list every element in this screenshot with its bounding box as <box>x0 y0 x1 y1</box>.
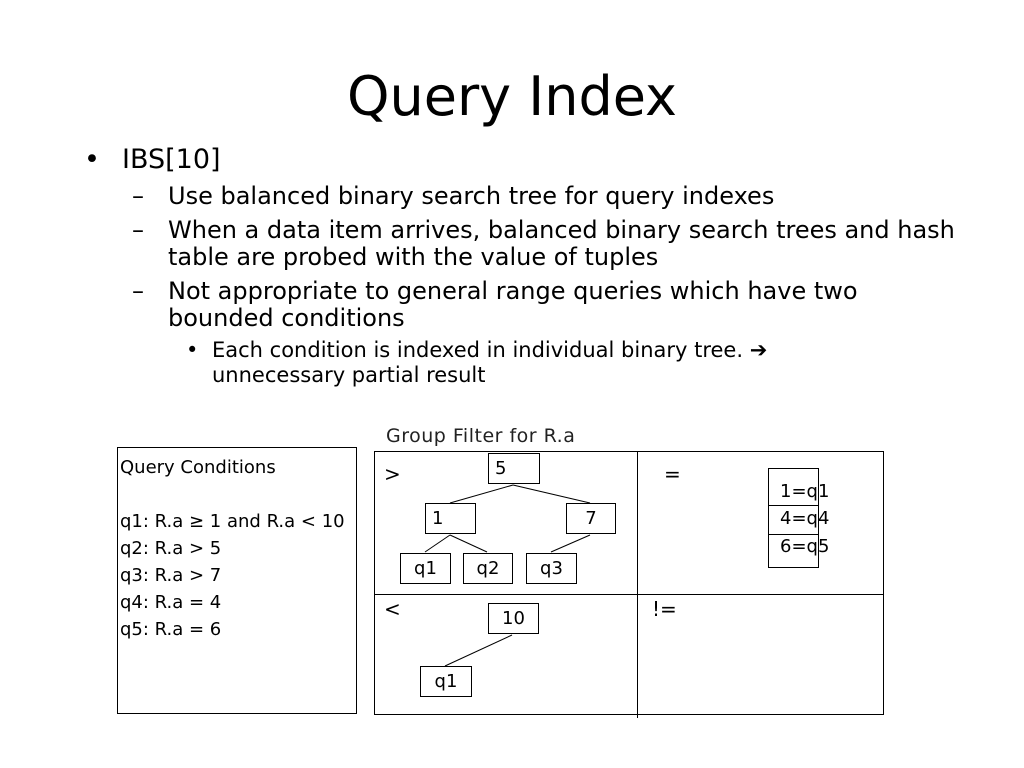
dash-marker: – <box>132 216 144 244</box>
hash-entry: 4=q4 <box>780 508 830 529</box>
group-filter-frame <box>374 451 884 715</box>
subsubbullet-text: Each condition is indexed in individual … <box>212 338 744 362</box>
less-than-label: < <box>384 597 401 621</box>
slide-title: Query Index <box>347 65 677 128</box>
tree-leaf-q3: q3 <box>526 553 577 584</box>
subbullet-data-item: – When a data item arrives, balanced bin… <box>84 217 958 271</box>
tree-leaf-q2: q2 <box>463 553 513 584</box>
hash-row-divider <box>768 534 819 535</box>
tree-node-left: 1 <box>425 503 476 534</box>
subsubbullet-text-cont: unnecessary partial result <box>212 363 486 387</box>
quadrant-divider-horizontal <box>374 594 884 595</box>
subbullet-text: Use balanced binary search tree for quer… <box>168 182 775 210</box>
subbullet-range-queries: – Not appropriate to general range queri… <box>84 278 958 332</box>
query-condition-item: q5: R.a = 6 <box>120 619 222 640</box>
edge-lt-root-q1 <box>444 634 513 667</box>
dash-marker: – <box>132 277 144 305</box>
hash-table <box>768 468 819 568</box>
hash-entry: 1=q1 <box>780 481 830 502</box>
bullet-marker: • <box>84 144 100 175</box>
tree-leaf-q1: q1 <box>400 553 451 584</box>
subbullet-text: When a data item arrives, balanced binar… <box>168 216 955 271</box>
edge-left-q1 <box>424 534 451 553</box>
greater-than-label: > <box>384 462 401 486</box>
quadrant-divider-vertical <box>637 452 638 718</box>
group-filter-label: Group Filter for R.a <box>386 425 576 447</box>
bullet-text: IBS[10] <box>122 144 221 175</box>
query-conditions-heading: Query Conditions <box>120 457 276 478</box>
subsubbullet-individual-tree: • Each condition is indexed in individua… <box>84 338 872 388</box>
bullet-marker: • <box>186 338 199 362</box>
right-arrow-icon: ➔ <box>749 338 768 362</box>
query-condition-item: q3: R.a > 7 <box>120 565 222 586</box>
hash-row-divider <box>768 505 819 506</box>
tree-node-root: 5 <box>488 453 540 484</box>
query-condition-item: q2: R.a > 5 <box>120 538 222 559</box>
query-conditions-box: Query Conditions q1: R.a ≥ 1 and R.a < 1… <box>117 447 357 714</box>
lt-tree-node-root: 10 <box>488 603 539 634</box>
edge-left-q2 <box>449 534 488 553</box>
hash-entry: 6=q5 <box>780 536 830 557</box>
dash-marker: – <box>132 182 144 210</box>
bullet-ibs: • IBS[10] <box>84 144 964 176</box>
not-equal-label: != <box>652 597 677 621</box>
query-condition-item: q1: R.a ≥ 1 and R.a < 10 <box>120 511 345 532</box>
edge-root-right <box>512 484 591 504</box>
tree-node-right: 7 <box>566 503 616 534</box>
edge-right-q3 <box>550 534 591 553</box>
equals-label: = <box>664 462 681 486</box>
lt-tree-leaf-q1: q1 <box>420 666 472 697</box>
subbullet-text: Not appropriate to general range queries… <box>168 277 858 332</box>
edge-root-left <box>449 484 514 504</box>
subbullet-balanced-tree: – Use balanced binary search tree for qu… <box>84 183 958 210</box>
bullet-list: • IBS[10] – Use balanced binary search t… <box>84 144 964 388</box>
query-condition-item: q4: R.a = 4 <box>120 592 222 613</box>
